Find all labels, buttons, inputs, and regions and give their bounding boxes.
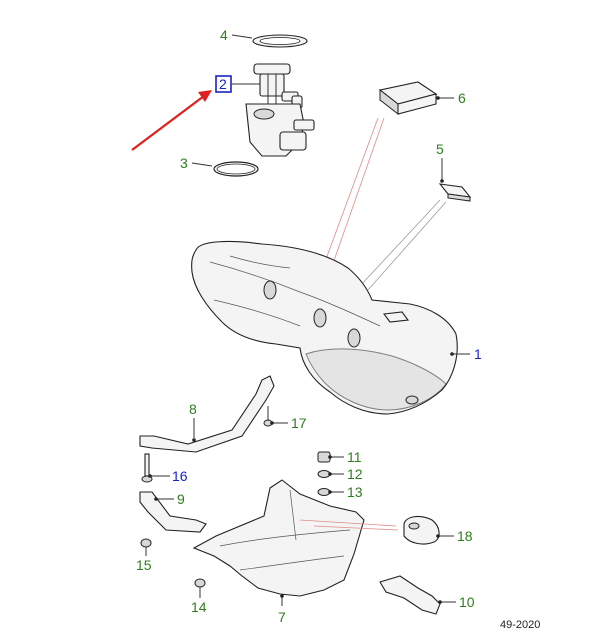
callout-14: 14 xyxy=(191,599,207,615)
callout-5: 5 xyxy=(436,141,444,157)
callout-3: 3 xyxy=(180,155,188,171)
part-7-heat-shield xyxy=(192,479,365,597)
reference-lines-18 xyxy=(299,519,399,531)
callout-16[interactable]: 16 xyxy=(172,468,188,484)
callout-9: 9 xyxy=(177,491,185,507)
callout-12: 12 xyxy=(347,466,363,482)
part-16-stud xyxy=(141,453,153,483)
callout-17: 17 xyxy=(291,415,307,431)
part-9-bracket xyxy=(139,491,207,533)
callout-1[interactable]: 1 xyxy=(474,346,482,362)
callout-2[interactable]: 2 xyxy=(219,76,227,92)
callout-11: 11 xyxy=(347,449,362,465)
part-10-bracket xyxy=(379,575,441,615)
callout-6: 6 xyxy=(458,90,466,106)
part-3-seal-ring xyxy=(213,161,259,177)
part-4-gasket xyxy=(252,34,308,48)
part-2-fuel-pump-module xyxy=(245,63,315,157)
callout-2-highlight xyxy=(215,75,232,93)
callout-13: 13 xyxy=(347,484,363,500)
part-6-block xyxy=(378,81,438,116)
callout-18: 18 xyxy=(457,528,473,544)
callout-7: 7 xyxy=(278,609,286,625)
part-1-fuel-tank xyxy=(191,241,458,415)
part-5-pad xyxy=(438,183,472,202)
pointer-arrow xyxy=(131,90,212,151)
part-8-strap xyxy=(139,375,275,453)
reference-lines-6 xyxy=(321,117,447,291)
callout-8: 8 xyxy=(189,401,197,417)
part-14-nut xyxy=(194,578,206,588)
part-15-nut xyxy=(140,538,152,548)
part-18-mount xyxy=(403,515,440,545)
callout-15: 15 xyxy=(136,557,152,573)
callout-4: 4 xyxy=(220,27,228,43)
callout-10: 10 xyxy=(459,594,475,610)
figure-code: 49-2020 xyxy=(500,619,540,631)
